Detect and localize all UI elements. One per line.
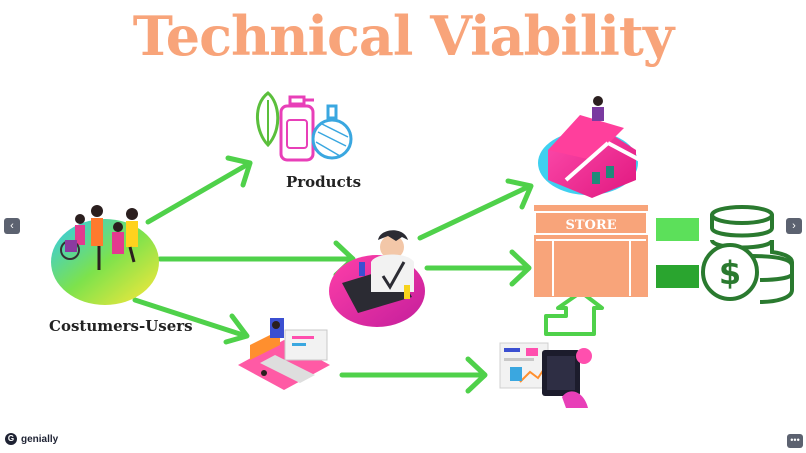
genially-logo-icon: G — [5, 433, 17, 445]
brand-name: genially — [21, 433, 59, 445]
page-title: Technical Viability — [132, 4, 675, 68]
chevron-right-icon: › — [792, 220, 796, 232]
arrows — [132, 155, 534, 394]
house-illustration — [538, 96, 641, 198]
products-illustration — [255, 91, 353, 162]
store-label: STORE — [565, 218, 616, 233]
arrow-person-to-store — [424, 249, 532, 287]
prev-slide-button[interactable]: ‹ — [4, 218, 20, 234]
chevron-left-icon: ‹ — [10, 220, 14, 232]
money-icon — [701, 205, 794, 304]
arrow-person-to-house — [417, 178, 534, 241]
bar-light — [656, 218, 699, 241]
next-slide-button[interactable]: › — [786, 218, 802, 234]
laptop-illustration — [238, 318, 330, 390]
ellipsis-icon: ••• — [790, 435, 800, 445]
arrow-users-to-laptop — [132, 297, 250, 345]
users-illustration — [51, 205, 159, 305]
person-illustration — [329, 230, 425, 327]
more-options-button[interactable]: ••• — [787, 434, 803, 448]
bar-dark — [656, 265, 699, 288]
arrow-laptop-to-tablet — [339, 356, 488, 394]
store-illustration — [534, 205, 648, 297]
products-label: Products — [286, 173, 362, 191]
users-label: Costumers-Users — [49, 317, 193, 335]
arrow-tablet-to-store — [544, 290, 604, 336]
dollar-icon: $ — [719, 254, 741, 292]
arrow-users-to-products — [145, 155, 253, 225]
brand-logo-link[interactable]: G genially — [5, 433, 58, 445]
tablet-illustration — [499, 342, 592, 408]
arrow-users-to-person — [157, 240, 356, 278]
